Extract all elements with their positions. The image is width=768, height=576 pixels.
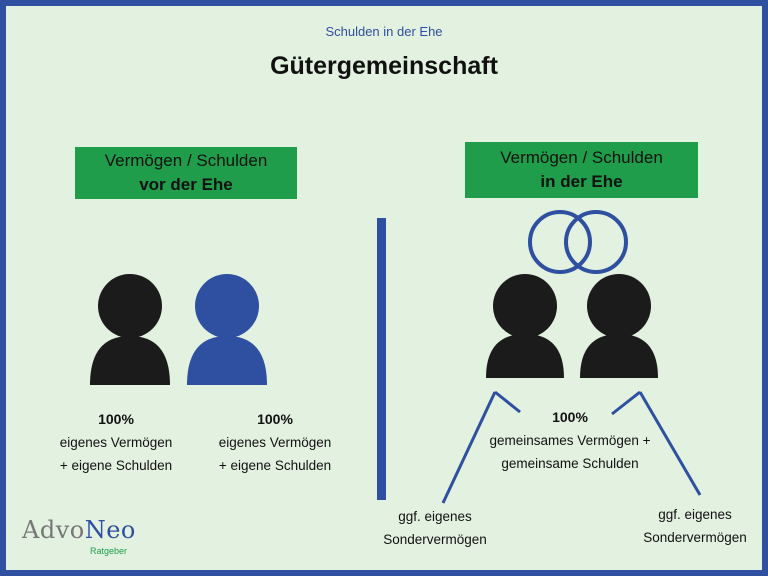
person-icon bbox=[90, 274, 170, 385]
person1-line1: eigenes Vermögen bbox=[59, 435, 173, 450]
box-in-line2: in der Ehe bbox=[540, 172, 623, 191]
person-icon bbox=[486, 274, 564, 378]
person1-text: 100% eigenes Vermögen + eigene Schulden bbox=[46, 408, 186, 477]
person2-line2: + eigene Schulden bbox=[218, 458, 332, 473]
person1-percent: 100% bbox=[98, 411, 134, 427]
person2-text: 100% eigenes Vermögen + eigene Schulden bbox=[200, 408, 350, 477]
box-before-marriage: Vermögen / Schulden vor der Ehe bbox=[75, 147, 297, 199]
logo-part2: Neo bbox=[84, 516, 136, 544]
joint-line2: gemeinsame Schulden bbox=[501, 456, 639, 471]
person2-percent: 100% bbox=[257, 411, 293, 427]
box-in-marriage: Vermögen / Schulden in der Ehe bbox=[465, 142, 698, 198]
box-before-line2: vor der Ehe bbox=[139, 175, 233, 194]
sonder-right-line2: Sondervermögen bbox=[643, 530, 747, 545]
sonder-left-line1: ggf. eigenes bbox=[398, 509, 472, 524]
vertical-divider bbox=[377, 218, 386, 500]
person-icon bbox=[580, 274, 658, 378]
logo-part1: Advo bbox=[22, 516, 85, 544]
logo-subtitle: Ratgeber bbox=[90, 546, 128, 556]
sonder-right-line1: ggf. eigenes bbox=[658, 507, 732, 522]
page-title: Gütergemeinschaft bbox=[270, 52, 498, 80]
connector-lines bbox=[441, 390, 702, 504]
sonder-right-text: ggf. eigenes Sondervermögen bbox=[620, 503, 768, 549]
wedding-rings-icon bbox=[528, 210, 628, 274]
subtitle: Schulden in der Ehe bbox=[325, 24, 443, 39]
box-before-line1: Vermögen / Schulden bbox=[104, 151, 268, 170]
box-in-line1: Vermögen / Schulden bbox=[500, 148, 663, 167]
sonder-left-text: ggf. eigenes Sondervermögen bbox=[360, 505, 510, 551]
person2-line1: eigenes Vermögen bbox=[218, 435, 332, 450]
joint-percent: 100% bbox=[552, 409, 588, 425]
joint-text: 100% gemeinsames Vermögen + gemeinsame S… bbox=[465, 406, 675, 475]
person1-line2: + eigene Schulden bbox=[59, 458, 173, 473]
advoneo-logo: AdvoNeo bbox=[22, 516, 136, 544]
joint-line1: gemeinsames Vermögen + bbox=[489, 433, 651, 448]
sonder-left-line2: Sondervermögen bbox=[383, 532, 487, 547]
person-icon bbox=[187, 274, 267, 385]
